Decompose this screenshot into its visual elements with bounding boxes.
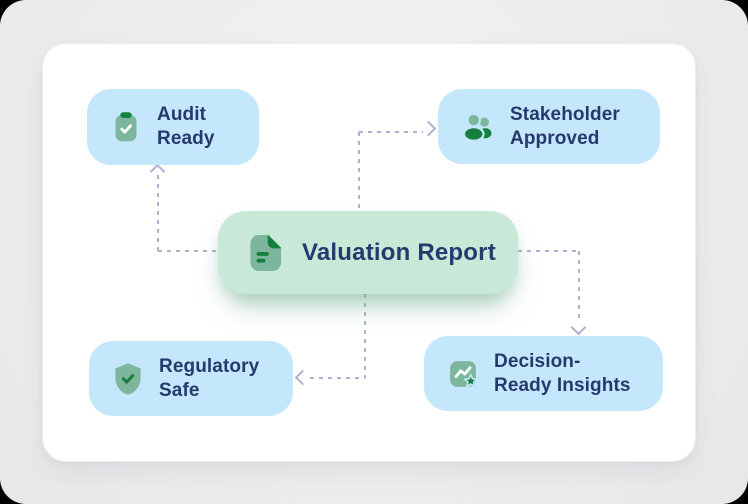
node-label-line: Regulatory — [159, 355, 260, 377]
node-label-line: Safe — [159, 379, 200, 401]
connector-line — [157, 175, 159, 251]
node-label: Regulatory Safe — [159, 355, 259, 403]
node-stakeholder-approved: Stakeholder Approved — [438, 89, 660, 164]
node-label-line: Ready Insights — [494, 374, 631, 396]
shield-check-icon — [110, 361, 146, 397]
node-regulatory-safe: Regulatory Safe — [89, 341, 293, 416]
connector-line — [518, 250, 579, 252]
chevron-down-icon — [570, 319, 587, 336]
node-decision-ready-insights: Decision- Ready Insights — [424, 336, 663, 411]
node-label: Decision- Ready Insights — [494, 350, 631, 398]
node-label-line: Audit — [157, 104, 207, 125]
connector-line — [310, 377, 365, 379]
connector-line — [359, 131, 423, 133]
connector-line — [158, 250, 218, 252]
users-icon — [459, 108, 497, 146]
node-label: Stakeholder Approved — [510, 103, 620, 151]
chevron-right-icon — [420, 120, 437, 137]
node-label: Audit Ready — [157, 103, 215, 151]
node-audit-ready: Audit Ready — [87, 89, 259, 165]
clipboard-check-icon — [108, 109, 144, 145]
chevron-up-icon — [149, 163, 166, 180]
node-valuation-report: Valuation Report — [218, 211, 518, 294]
trend-chart-star-icon — [445, 356, 481, 392]
connector-line — [364, 294, 366, 378]
document-report-icon — [242, 230, 288, 276]
connector-line — [358, 132, 360, 211]
center-node-label: Valuation Report — [302, 238, 496, 266]
chevron-left-icon — [294, 369, 311, 386]
node-label-line: Approved — [510, 127, 600, 149]
node-label-line: Decision- — [494, 350, 581, 372]
node-label-line: Stakeholder — [510, 103, 620, 125]
node-label-line: Ready — [157, 128, 215, 149]
connector-line — [578, 251, 580, 322]
diagram-card: Audit Ready Stakeholder Approved — [42, 43, 696, 462]
